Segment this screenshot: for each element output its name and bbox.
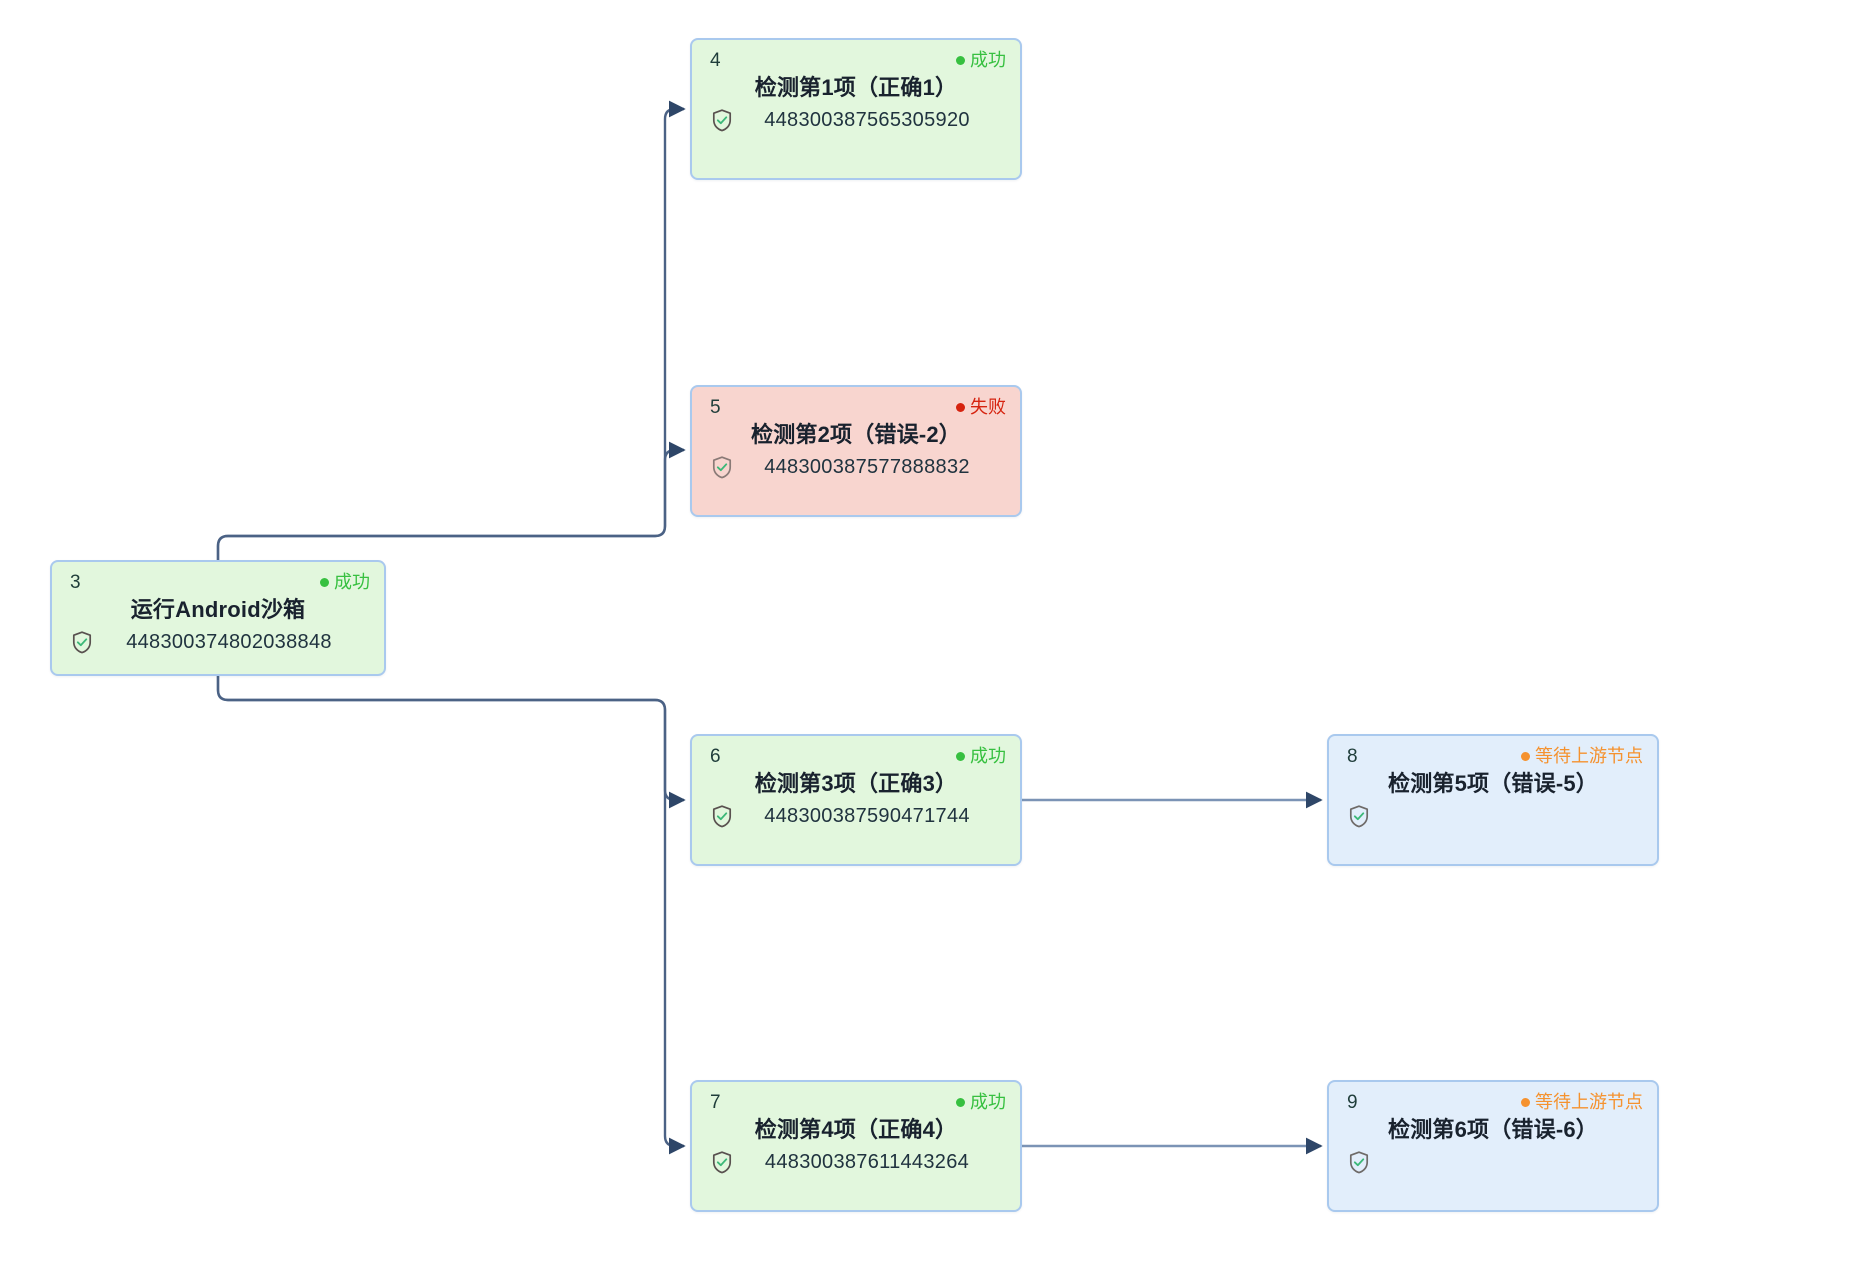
- node-header: 6 成功: [692, 736, 1020, 770]
- node-status-badge: 成功: [320, 573, 370, 591]
- node-index: 7: [710, 1091, 721, 1113]
- node-header: 4 成功: [692, 40, 1020, 74]
- node-title: 检测第5项（错误-5）: [1388, 771, 1598, 796]
- node-status-badge: 成功: [956, 1093, 1006, 1111]
- node-status-badge: 等待上游节点: [1521, 747, 1643, 765]
- status-dot-icon: [320, 577, 329, 587]
- node-title: 检测第2项（错误-2）: [751, 422, 961, 447]
- node-title: 检测第4项（正确4）: [754, 1117, 958, 1142]
- node-title: 运行Android沙箱: [130, 597, 306, 622]
- node-index: 3: [70, 571, 81, 593]
- node-status-label: 成功: [334, 572, 370, 592]
- status-dot-icon: [956, 402, 965, 412]
- node-header: 8 等待上游节点: [1329, 736, 1657, 770]
- flow-node-9[interactable]: 9 等待上游节点 检测第6项（错误-6）: [1327, 1080, 1659, 1212]
- shield-check-icon: [712, 456, 732, 479]
- node-status-label: 成功: [970, 746, 1006, 766]
- shield-check-icon: [72, 631, 92, 654]
- node-footer: 448300387590471744: [692, 796, 1020, 830]
- status-dot-icon: [956, 1097, 965, 1107]
- node-index: 6: [710, 745, 721, 767]
- shield-check-icon: [712, 1151, 732, 1174]
- node-header: 9 等待上游节点: [1329, 1082, 1657, 1116]
- node-header: 7 成功: [692, 1082, 1020, 1116]
- flow-node-3[interactable]: 3 成功 运行Android沙箱 448300374802038848: [50, 560, 386, 676]
- status-dot-icon: [1521, 751, 1530, 761]
- edge-3-to-6: [216, 676, 686, 809]
- node-status-badge: 等待上游节点: [1521, 1093, 1643, 1111]
- node-run-id: 448300387590471744: [764, 805, 970, 828]
- node-status-label: 等待上游节点: [1535, 746, 1643, 766]
- shield-check-icon: [1349, 805, 1369, 828]
- node-index: 5: [710, 396, 721, 418]
- status-dot-icon: [1521, 1097, 1530, 1107]
- flow-node-5[interactable]: 5 失败 检测第2项（错误-2） 448300387577888832: [690, 385, 1022, 517]
- edge-3-to-4: [216, 100, 686, 560]
- node-status-badge: 失败: [956, 398, 1006, 416]
- node-title: 检测第1项（正确1）: [754, 75, 958, 100]
- node-title: 检测第6项（错误-6）: [1388, 1117, 1598, 1142]
- node-run-id: 448300387577888832: [764, 456, 970, 479]
- edge-3-to-7: [216, 676, 686, 1155]
- node-header: 3 成功: [52, 562, 384, 596]
- node-footer: [1329, 796, 1657, 830]
- node-index: 8: [1347, 745, 1358, 767]
- node-footer: 448300387611443264: [692, 1142, 1020, 1176]
- flow-node-4[interactable]: 4 成功 检测第1项（正确1） 448300387565305920: [690, 38, 1022, 180]
- flow-node-6[interactable]: 6 成功 检测第3项（正确3） 448300387590471744: [690, 734, 1022, 866]
- node-run-id: 448300387611443264: [764, 1151, 970, 1174]
- node-header: 5 失败: [692, 387, 1020, 421]
- node-status-badge: 成功: [956, 747, 1006, 765]
- node-status-label: 成功: [970, 50, 1006, 70]
- status-dot-icon: [956, 55, 965, 65]
- node-footer: 448300374802038848: [52, 622, 384, 656]
- node-footer: 448300387565305920: [692, 100, 1020, 134]
- flow-node-8[interactable]: 8 等待上游节点 检测第5项（错误-5）: [1327, 734, 1659, 866]
- node-footer: [1329, 1142, 1657, 1176]
- node-run-id: 448300374802038848: [126, 631, 332, 654]
- node-status-label: 成功: [970, 1092, 1006, 1112]
- node-run-id: 448300387565305920: [764, 109, 970, 132]
- node-title: 检测第3项（正确3）: [754, 771, 958, 796]
- node-status-label: 等待上游节点: [1535, 1092, 1643, 1112]
- flow-node-7[interactable]: 7 成功 检测第4项（正确4） 448300387611443264: [690, 1080, 1022, 1212]
- shield-check-icon: [712, 805, 732, 828]
- status-dot-icon: [956, 751, 965, 761]
- shield-check-icon: [1349, 1151, 1369, 1174]
- node-footer: 448300387577888832: [692, 447, 1020, 481]
- node-status-badge: 成功: [956, 51, 1006, 69]
- node-status-label: 失败: [970, 397, 1006, 417]
- node-index: 9: [1347, 1091, 1358, 1113]
- node-index: 4: [710, 49, 721, 71]
- shield-check-icon: [712, 109, 732, 132]
- edge-3-to-5: [216, 441, 686, 560]
